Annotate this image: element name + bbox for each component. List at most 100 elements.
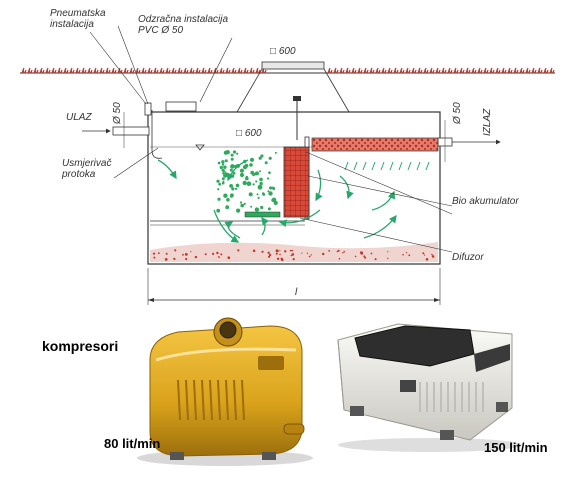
grass-tuft <box>159 67 165 74</box>
grass-tuft <box>489 67 495 74</box>
flow-director-label: Usmjerivač protoka <box>62 158 112 180</box>
air-lift-pipe <box>293 96 301 140</box>
sludge-particle <box>343 250 346 253</box>
grass-tuft <box>465 67 471 74</box>
compressors-title: kompresori <box>42 338 119 354</box>
bubble <box>246 181 252 186</box>
grass-tuft <box>549 67 555 74</box>
grass-tuft <box>501 67 507 74</box>
pneumatic-pipe <box>144 102 163 159</box>
sludge-particle <box>431 253 433 256</box>
bubble <box>260 205 264 210</box>
sludge-particle <box>338 257 341 260</box>
grass-tuft <box>441 67 447 74</box>
sludge-particle <box>322 252 325 256</box>
compressor-150-caption: 150 lit/min <box>484 440 548 455</box>
grass-tuft <box>57 67 63 74</box>
sludge-particle <box>279 253 281 256</box>
bubble <box>268 171 271 174</box>
bubble <box>260 154 264 158</box>
bubble <box>254 207 260 212</box>
sludge-particle <box>290 254 292 257</box>
sludge-particle <box>185 257 188 261</box>
sludge-particle <box>292 258 295 261</box>
bubble <box>258 156 262 160</box>
bubble <box>245 176 249 181</box>
sludge-particle <box>425 258 429 261</box>
sludge-particle <box>204 253 207 256</box>
sludge-particle <box>268 253 272 257</box>
grass-tuft <box>147 67 153 74</box>
bubble <box>240 203 244 208</box>
bubble <box>243 202 246 205</box>
grass-tuft <box>255 67 261 74</box>
bubble <box>239 168 244 173</box>
grass-tuft <box>237 67 243 74</box>
grass-tuft <box>363 67 369 74</box>
sludge-particle <box>279 250 281 252</box>
flow-tick <box>407 161 412 171</box>
grass-tuft <box>243 67 249 74</box>
grass-tuft <box>93 67 99 74</box>
air-outlet-nozzle <box>283 423 305 435</box>
grass-tuft <box>369 67 375 74</box>
sludge-particle <box>164 258 168 261</box>
bubble <box>235 183 240 188</box>
grass-tuft <box>63 67 69 74</box>
grass-tuft <box>459 67 465 74</box>
bubble <box>232 150 237 154</box>
grass-tuft <box>447 67 453 74</box>
bubble <box>223 193 228 198</box>
bubble <box>221 163 225 166</box>
bubble <box>257 184 263 190</box>
bubble <box>256 193 259 196</box>
length-label: l <box>295 287 298 298</box>
bubble <box>267 177 270 180</box>
grass-tuft <box>231 67 237 74</box>
white-air-compressor <box>337 323 522 452</box>
bubble <box>222 172 225 175</box>
grass-tuft <box>399 67 405 74</box>
bubble <box>223 150 228 155</box>
diffuser-label: Difuzor <box>452 252 484 263</box>
grass-tuft <box>357 67 363 74</box>
flow-arrows <box>157 159 397 243</box>
grass-tuft <box>531 67 537 74</box>
bubble <box>239 172 245 178</box>
sludge-particle <box>165 252 168 255</box>
sludge-particle <box>370 252 373 255</box>
grass-tuft <box>27 67 33 74</box>
vent-slot <box>185 379 189 421</box>
manhole-cover <box>236 61 350 113</box>
pneumatic-installation-label: Pneumatska instalacija <box>50 8 106 30</box>
bubble <box>257 196 260 199</box>
bubble <box>230 157 234 161</box>
grass-tuft <box>141 67 147 74</box>
sludge-particle <box>237 249 240 252</box>
bubble <box>250 170 255 175</box>
grass-tuft <box>105 67 111 74</box>
sludge-particle <box>252 249 256 253</box>
bubble <box>269 186 273 190</box>
length-dimension <box>147 268 441 305</box>
bubble <box>229 184 234 188</box>
bubble <box>226 198 230 202</box>
grass-tuft <box>333 67 339 74</box>
sludge-particle <box>212 252 215 255</box>
bubble <box>261 192 265 195</box>
bubble <box>223 165 227 169</box>
sludge-particle <box>153 256 156 259</box>
bubble <box>223 172 229 177</box>
grass-tuft <box>183 67 189 74</box>
vent-slot <box>177 379 181 421</box>
sludge-particle <box>289 249 292 252</box>
sludge-particle <box>387 257 389 260</box>
bubble <box>217 188 220 191</box>
bubble <box>268 156 272 160</box>
bubble <box>224 159 228 163</box>
sludge-particle <box>374 258 377 261</box>
bubble <box>236 208 241 213</box>
sludge-particle <box>306 252 309 254</box>
vent-slot <box>217 379 221 421</box>
inlet-pipe[interactable] <box>82 112 150 148</box>
